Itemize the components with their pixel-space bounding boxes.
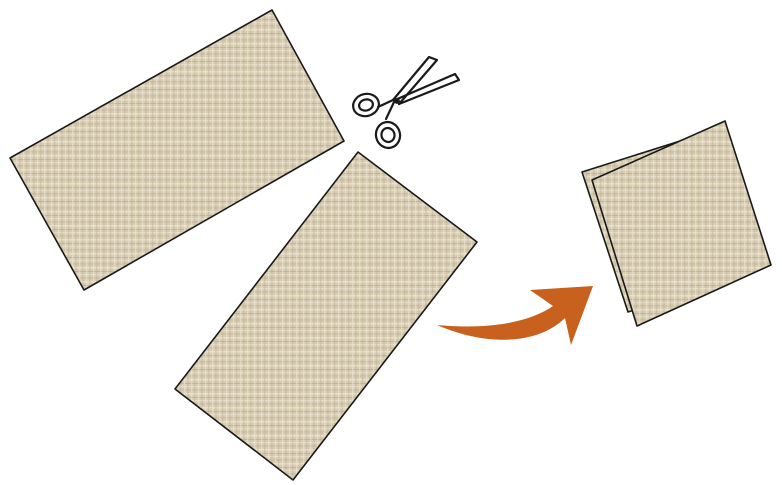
stacked-fabric-squares bbox=[582, 121, 771, 326]
scissors-icon bbox=[351, 57, 459, 151]
fabric-square-front bbox=[592, 121, 771, 326]
curved-arrow-icon bbox=[437, 286, 593, 345]
